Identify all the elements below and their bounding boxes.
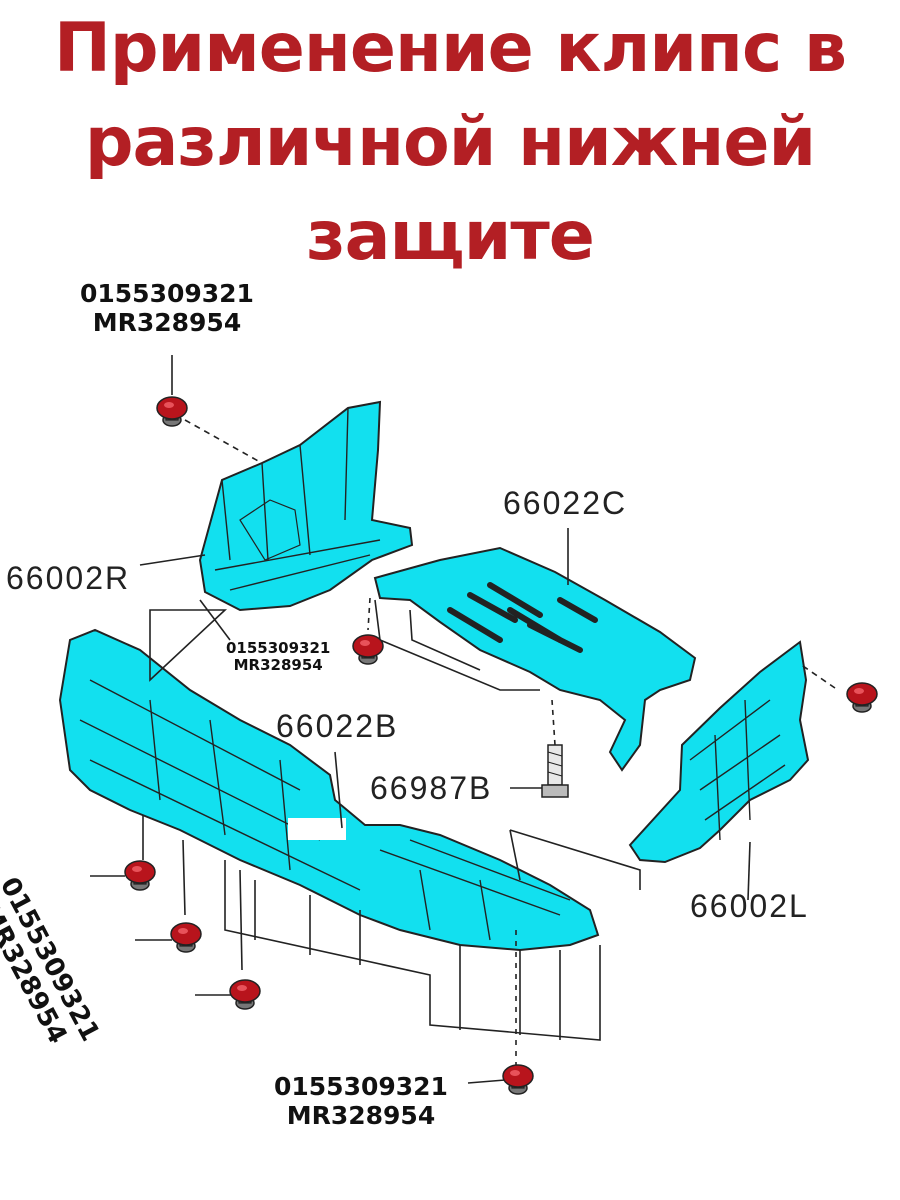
title-line-3: защите bbox=[306, 197, 595, 276]
clip-code-1: 0155309321 bbox=[80, 279, 254, 308]
leader-lines bbox=[90, 355, 751, 1084]
title-line-2: различной нижней bbox=[84, 103, 816, 182]
front-shield bbox=[58, 628, 600, 952]
center-cover bbox=[373, 546, 697, 772]
clip-icon bbox=[352, 634, 384, 665]
clip-label-bottom: 0155309321 MR328954 bbox=[274, 1072, 448, 1131]
part-label-66002l: 66002L bbox=[690, 888, 809, 924]
part-label-66987b: 66987B bbox=[370, 770, 493, 806]
clip-icon bbox=[170, 922, 202, 953]
side-shield-right bbox=[198, 400, 414, 612]
clip-icon bbox=[156, 396, 188, 427]
clip-icon bbox=[124, 860, 156, 891]
part-label-66022b: 66022B bbox=[276, 708, 399, 744]
side-shield-left bbox=[628, 640, 810, 864]
clip-code-2: MR328954 bbox=[233, 656, 323, 675]
clip-code-1: 0155309321 bbox=[226, 639, 331, 657]
clip-icon bbox=[229, 979, 261, 1010]
guide-lines bbox=[142, 419, 836, 1070]
part-label-66002r: 66002R bbox=[6, 560, 131, 596]
clip-label-top: 0155309321 MR328954 bbox=[80, 279, 254, 338]
bolt-icon bbox=[541, 744, 569, 798]
clip-icon bbox=[502, 1064, 534, 1095]
part-label-66022c: 66022C bbox=[503, 485, 628, 521]
page-title: Применение клипс в различной нижней защи… bbox=[0, 2, 900, 284]
clip-icon bbox=[846, 682, 878, 713]
clip-code-2: MR328954 bbox=[286, 1100, 436, 1130]
clip-code-2: MR328954 bbox=[92, 307, 242, 337]
clip-code-1: 0155309321 bbox=[274, 1072, 448, 1101]
title-line-1: Применение клипс в bbox=[53, 9, 847, 88]
clip-label-center: 0155309321 MR328954 bbox=[226, 639, 331, 675]
